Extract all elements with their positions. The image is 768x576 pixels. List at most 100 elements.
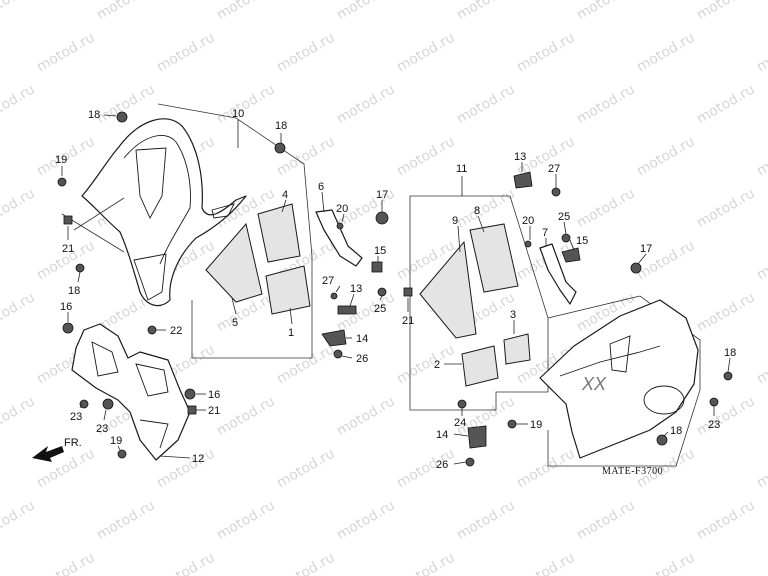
watermark-text-79: motod.ru xyxy=(274,549,338,576)
right-lower-cowl: XX xyxy=(539,299,699,459)
callout-10: 10 xyxy=(232,108,244,120)
watermark-text-13: motod.ru xyxy=(754,29,768,75)
diagram-code: MATE-F3700 xyxy=(602,466,663,477)
watermark-text-58: motod.ru xyxy=(214,393,278,439)
callout-17-b: 17 xyxy=(640,243,652,255)
callout-18-c: 18 xyxy=(68,285,80,297)
watermark-text-18: motod.ru xyxy=(454,81,518,127)
left-lower-cowl-12 xyxy=(71,323,191,461)
callout-7: 7 xyxy=(542,227,548,239)
watermark-text-80: motod.ru xyxy=(394,549,458,576)
svg-text:XX: XX xyxy=(581,374,607,394)
right-bracket-7 xyxy=(539,243,577,305)
callout-23-a: 23 xyxy=(70,411,82,423)
watermark-text-78: motod.ru xyxy=(154,549,218,576)
callout-15-a: 15 xyxy=(374,245,386,257)
watermark-text-17: motod.ru xyxy=(334,81,398,127)
watermark-text-82: motod.ru xyxy=(634,549,698,576)
watermark-text-32: motod.ru xyxy=(454,185,518,231)
callout-5: 5 xyxy=(232,317,238,329)
watermark-text-70: motod.ru xyxy=(0,497,38,543)
watermark-text-4: motod.ru xyxy=(454,0,518,23)
watermark-text-42: motod.ru xyxy=(0,289,38,335)
callout-18-b: 18 xyxy=(275,120,287,132)
callout-19-b: 19 xyxy=(110,435,122,447)
watermark-text-5: motod.ru xyxy=(574,0,638,23)
leader-lines xyxy=(61,114,731,465)
watermark-text-7: motod.ru xyxy=(34,29,98,75)
left-pad-1 xyxy=(265,265,311,315)
callout-11: 11 xyxy=(456,163,467,175)
callout-21-c: 21 xyxy=(402,315,414,327)
watermark-text-6: motod.ru xyxy=(694,0,758,23)
front-direction-arrow: FR. xyxy=(32,437,82,462)
callout-18-e: 18 xyxy=(670,425,682,437)
callout-12: 12 xyxy=(192,453,204,465)
watermark-text-71: motod.ru xyxy=(94,497,158,543)
callout-25-b: 25 xyxy=(558,211,570,223)
watermark-text-2: motod.ru xyxy=(214,0,278,23)
watermark-text-11: motod.ru xyxy=(514,29,578,75)
callout-20-a: 20 xyxy=(336,203,348,215)
callout-3: 3 xyxy=(510,309,516,321)
watermark-text-76: motod.ru xyxy=(694,497,758,543)
left-inner-cowl-frame xyxy=(81,118,247,307)
callout-8: 8 xyxy=(474,205,480,217)
callout-15-b: 15 xyxy=(576,235,588,247)
watermark-text-27: motod.ru xyxy=(754,133,768,179)
callout-19-c: 19 xyxy=(530,419,542,431)
callout-17-a: 17 xyxy=(376,189,388,201)
callout-6: 6 xyxy=(318,181,324,193)
callout-25-a: 25 xyxy=(374,303,386,315)
watermark-text-75: motod.ru xyxy=(574,497,638,543)
watermark-text-67: motod.ru xyxy=(514,445,578,491)
watermark-text-16: motod.ru xyxy=(214,81,278,127)
left-inner-panel-5 xyxy=(205,222,263,303)
callout-27-a: 27 xyxy=(322,275,334,287)
callout-20-b: 20 xyxy=(522,215,534,227)
callout-1: 1 xyxy=(288,327,294,339)
callout-18-a: 18 xyxy=(88,109,100,121)
callout-18-d: 18 xyxy=(724,347,736,359)
callout-27-b: 27 xyxy=(548,163,560,175)
watermark-text-14: motod.ru xyxy=(0,81,38,127)
right-assembly-outline xyxy=(409,195,701,467)
watermark-text-59: motod.ru xyxy=(334,393,398,439)
callout-13-b: 13 xyxy=(514,151,526,163)
watermark-text-33: motod.ru xyxy=(574,185,638,231)
callout-19-a: 19 xyxy=(55,154,67,166)
watermark-text-8: motod.ru xyxy=(154,29,218,75)
right-inner-panel-9 xyxy=(419,240,477,339)
watermark-text-83: motod.ru xyxy=(754,549,768,576)
watermark-text-0: motod.ru xyxy=(0,0,38,23)
watermark-text-74: motod.ru xyxy=(454,497,518,543)
left-bracket-6 xyxy=(315,209,363,267)
watermark-text-81: motod.ru xyxy=(514,549,578,576)
callout-26-b: 26 xyxy=(436,459,448,471)
watermark-text-65: motod.ru xyxy=(274,445,338,491)
callout-23-b: 23 xyxy=(96,423,108,435)
watermark-text-56: motod.ru xyxy=(0,393,38,439)
watermark-text-24: motod.ru xyxy=(394,133,458,179)
watermark-text-26: motod.ru xyxy=(634,133,698,179)
watermark-text-69: motod.ru xyxy=(754,445,768,491)
callout-24: 24 xyxy=(454,417,466,429)
callout-21-b: 21 xyxy=(208,405,220,417)
hardware-fasteners xyxy=(57,111,733,467)
callout-16-b: 16 xyxy=(208,389,220,401)
watermark-text-52: motod.ru xyxy=(394,341,458,387)
right-pad-2 xyxy=(461,345,499,387)
left-pad-4 xyxy=(257,203,301,263)
watermark-text-23: motod.ru xyxy=(274,133,338,179)
watermark-text-77: motod.ru xyxy=(34,549,98,576)
watermark-text-51: motod.ru xyxy=(274,341,338,387)
callout-22: 22 xyxy=(170,325,182,337)
watermark-text-19: motod.ru xyxy=(574,81,638,127)
fr-label: FR. xyxy=(64,437,82,449)
watermark-text-12: motod.ru xyxy=(634,29,698,75)
callout-26-a: 26 xyxy=(356,353,368,365)
watermark-text-3: motod.ru xyxy=(334,0,398,23)
callout-9: 9 xyxy=(452,215,458,227)
watermark-text-62: motod.ru xyxy=(694,393,758,439)
